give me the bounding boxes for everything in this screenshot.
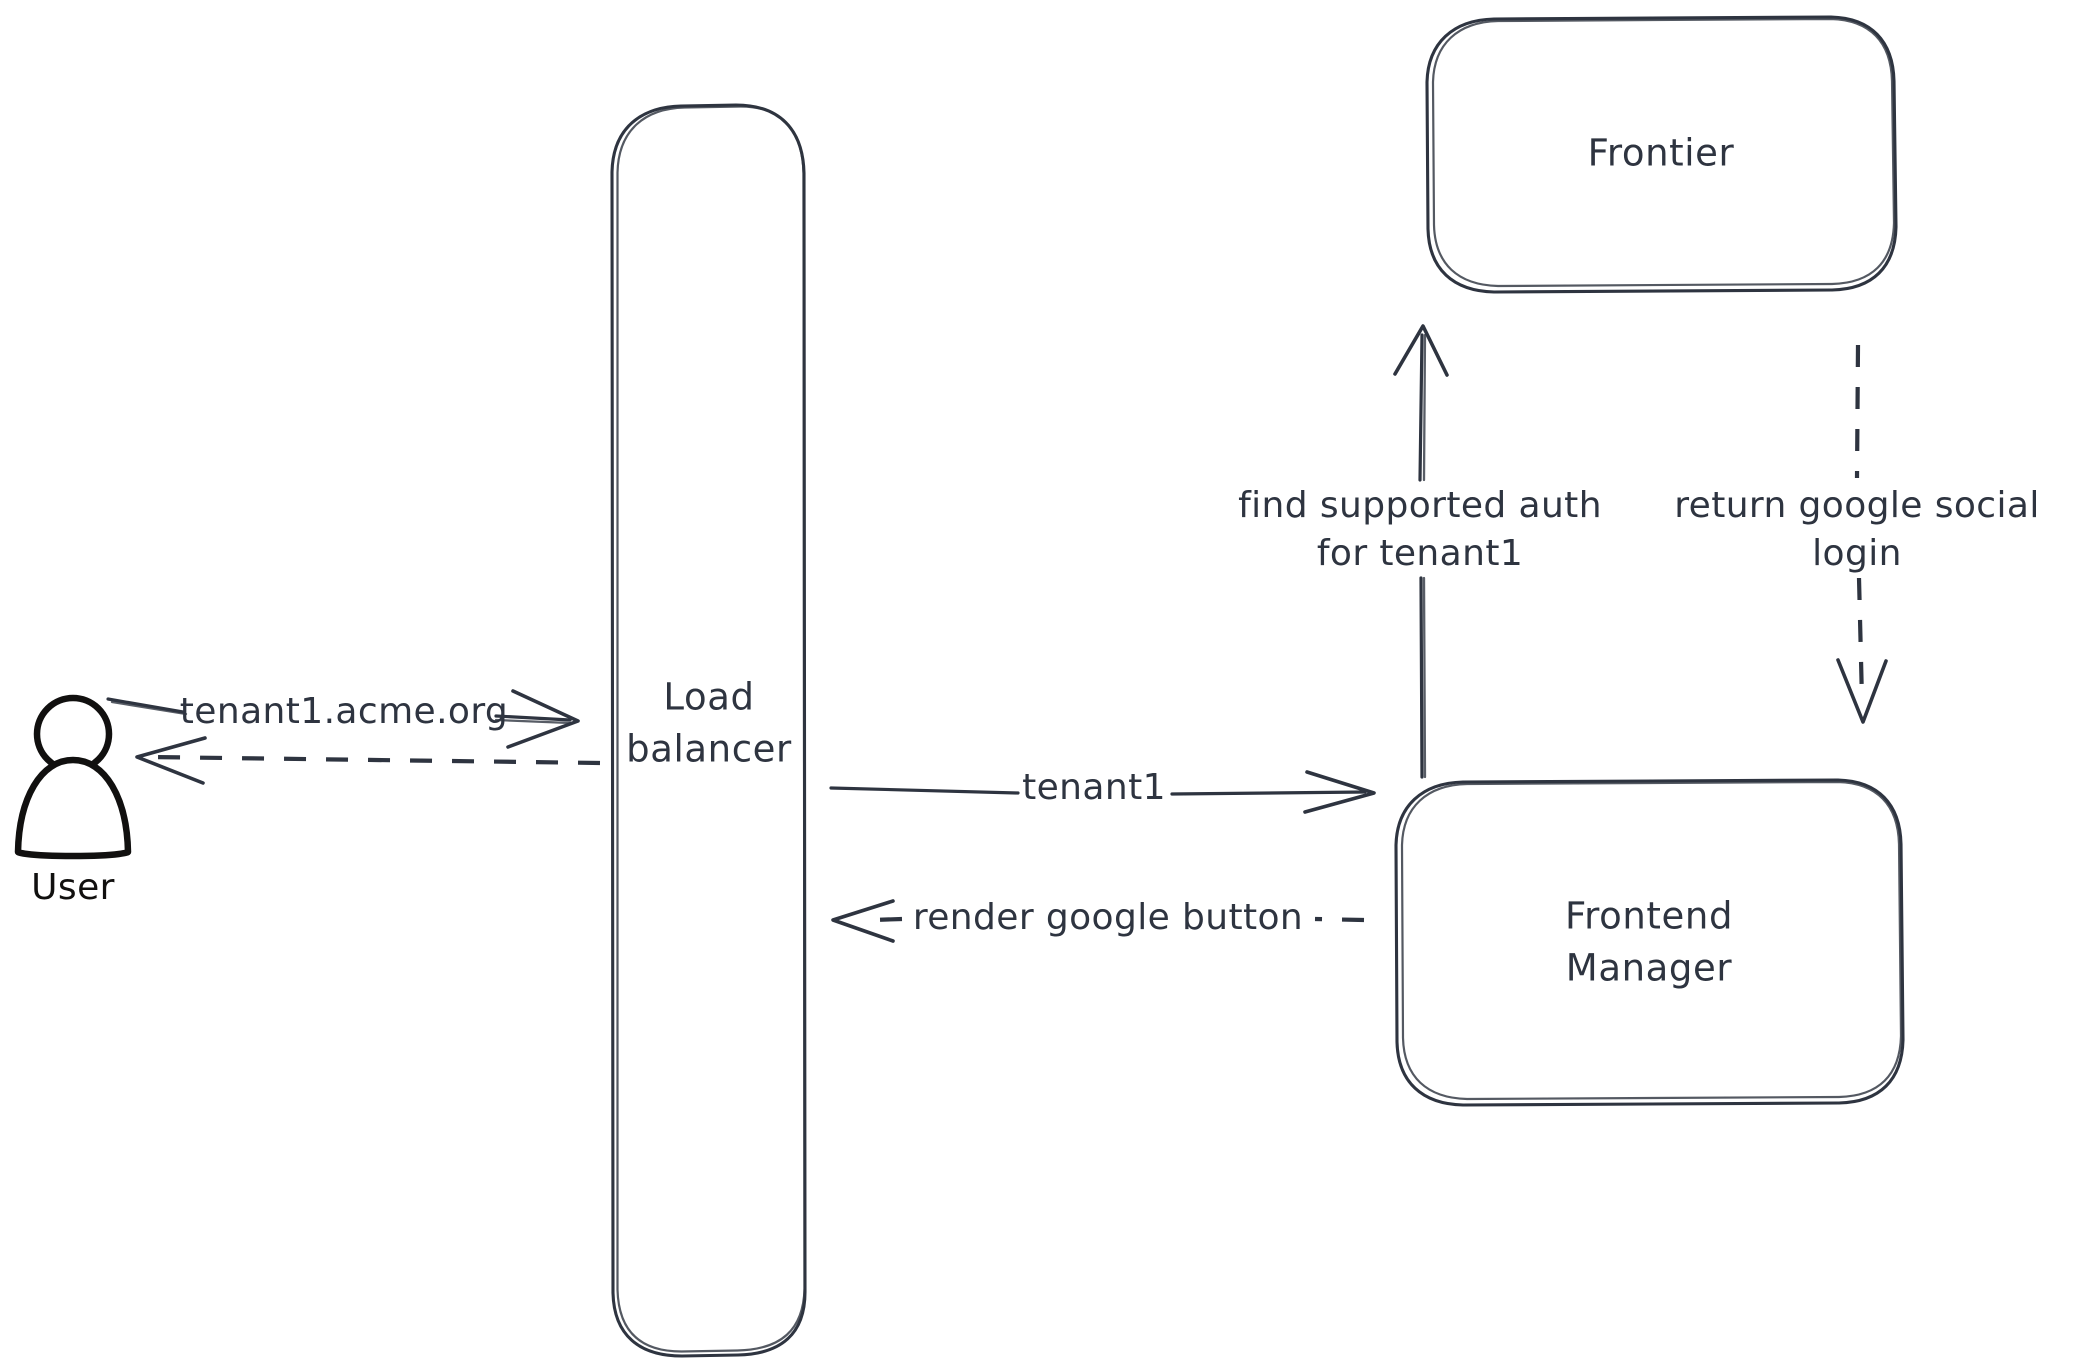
edge-label-find-supported-auth-line2: for tenant1 [1317, 533, 1523, 574]
actor-user-label: User [31, 867, 115, 908]
edge-label-find-supported-auth-line1: find supported auth [1238, 485, 1602, 526]
frontend-manager-label-line2: Manager [1566, 947, 1733, 990]
load-balancer-label-line1: Load [663, 676, 754, 719]
actor-person-icon [14, 694, 132, 860]
node-frontier[interactable]: Frontier [1425, 15, 1898, 294]
edge-user-to-load-balancer [106, 689, 580, 749]
frontier-label: Frontier [1588, 132, 1735, 175]
node-frontend-manager[interactable]: Frontend Manager [1394, 778, 1905, 1107]
edge-label-tenant1-acme-org: tenant1.acme.org [180, 691, 508, 732]
edge-frontier-to-frontend-manager [1836, 344, 1888, 724]
load-balancer-label-line2: balancer [626, 728, 792, 771]
edge-frontend-manager-to-load-balancer [831, 899, 1365, 943]
edge-label-return-google-social-line1: return google social [1674, 485, 2040, 526]
edge-label-return-google-social-line2: login [1812, 533, 1902, 574]
edge-load-balancer-to-frontend-manager [829, 770, 1376, 814]
frontend-manager-label-line1: Frontend [1565, 895, 1733, 938]
edge-label-tenant1: tenant1 [1022, 767, 1166, 808]
edge-load-balancer-to-user [135, 736, 601, 785]
edge-label-render-google-button: render google button [913, 897, 1303, 938]
node-load-balancer[interactable]: Load balancer [610, 103, 807, 1358]
edge-frontend-manager-to-frontier [1393, 324, 1449, 779]
